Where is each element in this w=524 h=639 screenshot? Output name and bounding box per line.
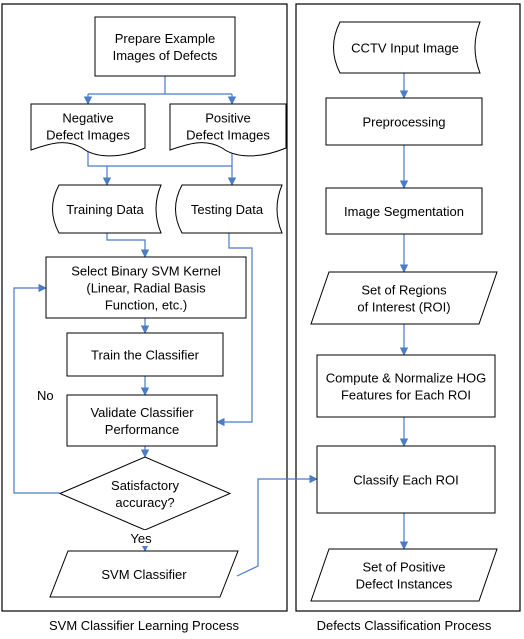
accuracy-decision-shape xyxy=(58,456,232,531)
training-data-store-label-1: Training Data xyxy=(66,202,144,217)
svm-classifier-output: SVM Classifier xyxy=(49,550,239,598)
negative-defect-images-document-label-1: Negative xyxy=(62,111,113,126)
prepare-images-step-shape xyxy=(94,16,236,77)
edge-negative-training xyxy=(87,150,112,186)
positive-defect-images-document-label-1: Positive xyxy=(205,111,251,126)
edge-decision-no xyxy=(13,283,60,494)
accuracy-decision-label-2: accuracy? xyxy=(115,495,174,510)
classify-roi-step-label-1: Classify Each ROI xyxy=(353,473,458,488)
testing-data-store-shape xyxy=(175,184,283,234)
image-segmentation-step: Image Segmentation xyxy=(325,187,483,235)
svm-classifier-output-label-1: SVM Classifier xyxy=(101,567,187,582)
classify-roi-step: Classify Each ROI xyxy=(316,445,496,514)
accuracy-decision-label-1: Satisfactory xyxy=(111,478,179,493)
select-kernel-step-shape xyxy=(45,256,247,319)
train-classifier-step-shape xyxy=(66,332,224,377)
positive-defects-output-shape xyxy=(310,548,498,602)
hog-features-step: Compute & Normalize HOG Features for Each… xyxy=(316,354,496,418)
select-kernel-step-label-3: Function, etc.) xyxy=(105,298,187,313)
roi-set-output: Set of Regions of Interest (ROI) xyxy=(310,271,498,325)
hog-features-step-shape xyxy=(316,354,496,418)
prepare-images-step-label-1: Prepare Example xyxy=(115,31,215,46)
learning-panel-caption: SVM Classifier Learning Process xyxy=(49,618,240,633)
validate-performance-step-shape xyxy=(66,394,218,447)
cctv-input-store-label-1: CCTV Input Image xyxy=(351,41,459,56)
classify-roi-step-shape xyxy=(316,445,496,514)
testing-data-store: Testing Data xyxy=(175,184,283,234)
prepare-images-step-label-2: Images of Defects xyxy=(113,48,218,63)
classification-panel-caption: Defects Classification Process xyxy=(317,618,492,633)
image-segmentation-step-shape xyxy=(325,187,483,235)
hog-features-step-label-1: Compute & Normalize HOG xyxy=(326,371,486,386)
hog-features-step-label-2: Features for Each ROI xyxy=(341,388,471,403)
validate-performance-step-label-2: Performance xyxy=(105,422,179,437)
positive-defects-output-label-2: Defect Instances xyxy=(356,577,453,592)
positive-defects-output-label-1: Set of Positive xyxy=(362,560,445,575)
roi-set-output-label-2: of Interest (ROI) xyxy=(357,300,450,315)
roi-set-output-label-1: Set of Regions xyxy=(361,283,447,298)
preprocessing-step-label-1: Preprocessing xyxy=(362,115,445,130)
image-segmentation-step-label-1: Image Segmentation xyxy=(344,204,464,219)
negative-defect-images-document-shape xyxy=(30,103,146,157)
positive-defect-images-document-shape xyxy=(169,103,287,157)
learning-panel xyxy=(1,3,288,612)
training-data-store-shape xyxy=(52,184,162,234)
edge-training-kernel xyxy=(106,233,150,258)
select-kernel-step-label-1: Select Binary SVM Kernel xyxy=(71,264,221,279)
testing-data-store-label-1: Testing Data xyxy=(191,202,264,217)
cctv-input-store: CCTV Input Image xyxy=(333,21,481,74)
preprocessing-step: Preprocessing xyxy=(325,97,483,146)
select-kernel-step: Select Binary SVM Kernel (Linear, Radial … xyxy=(45,256,247,319)
roi-set-output-shape xyxy=(310,271,498,325)
train-classifier-step: Train the Classifier xyxy=(66,332,224,377)
no-label: No xyxy=(37,388,54,403)
cctv-input-store-shape xyxy=(333,21,481,74)
yes-label-bg xyxy=(126,530,156,546)
select-kernel-step-label-2: (Linear, Radial Basis xyxy=(86,281,206,296)
edge-svm-classify xyxy=(236,474,318,577)
validate-performance-step-label-1: Validate Classifier xyxy=(90,405,194,420)
positive-defect-images-document-label-2: Defect Images xyxy=(186,128,270,143)
training-data-store: Training Data xyxy=(52,184,162,234)
connector-arrows xyxy=(13,73,409,577)
edge-testing-validate xyxy=(216,233,253,427)
negative-defect-images-document-label-2: Defect Images xyxy=(46,128,130,143)
classification-panel xyxy=(295,3,521,612)
accuracy-decision: Satisfactory accuracy? xyxy=(58,456,232,531)
svm-classifier-output-shape xyxy=(49,550,239,598)
train-classifier-step-label-1: Train the Classifier xyxy=(91,348,200,363)
yes-label: Yes xyxy=(130,531,152,546)
preprocessing-step-shape xyxy=(325,97,483,146)
